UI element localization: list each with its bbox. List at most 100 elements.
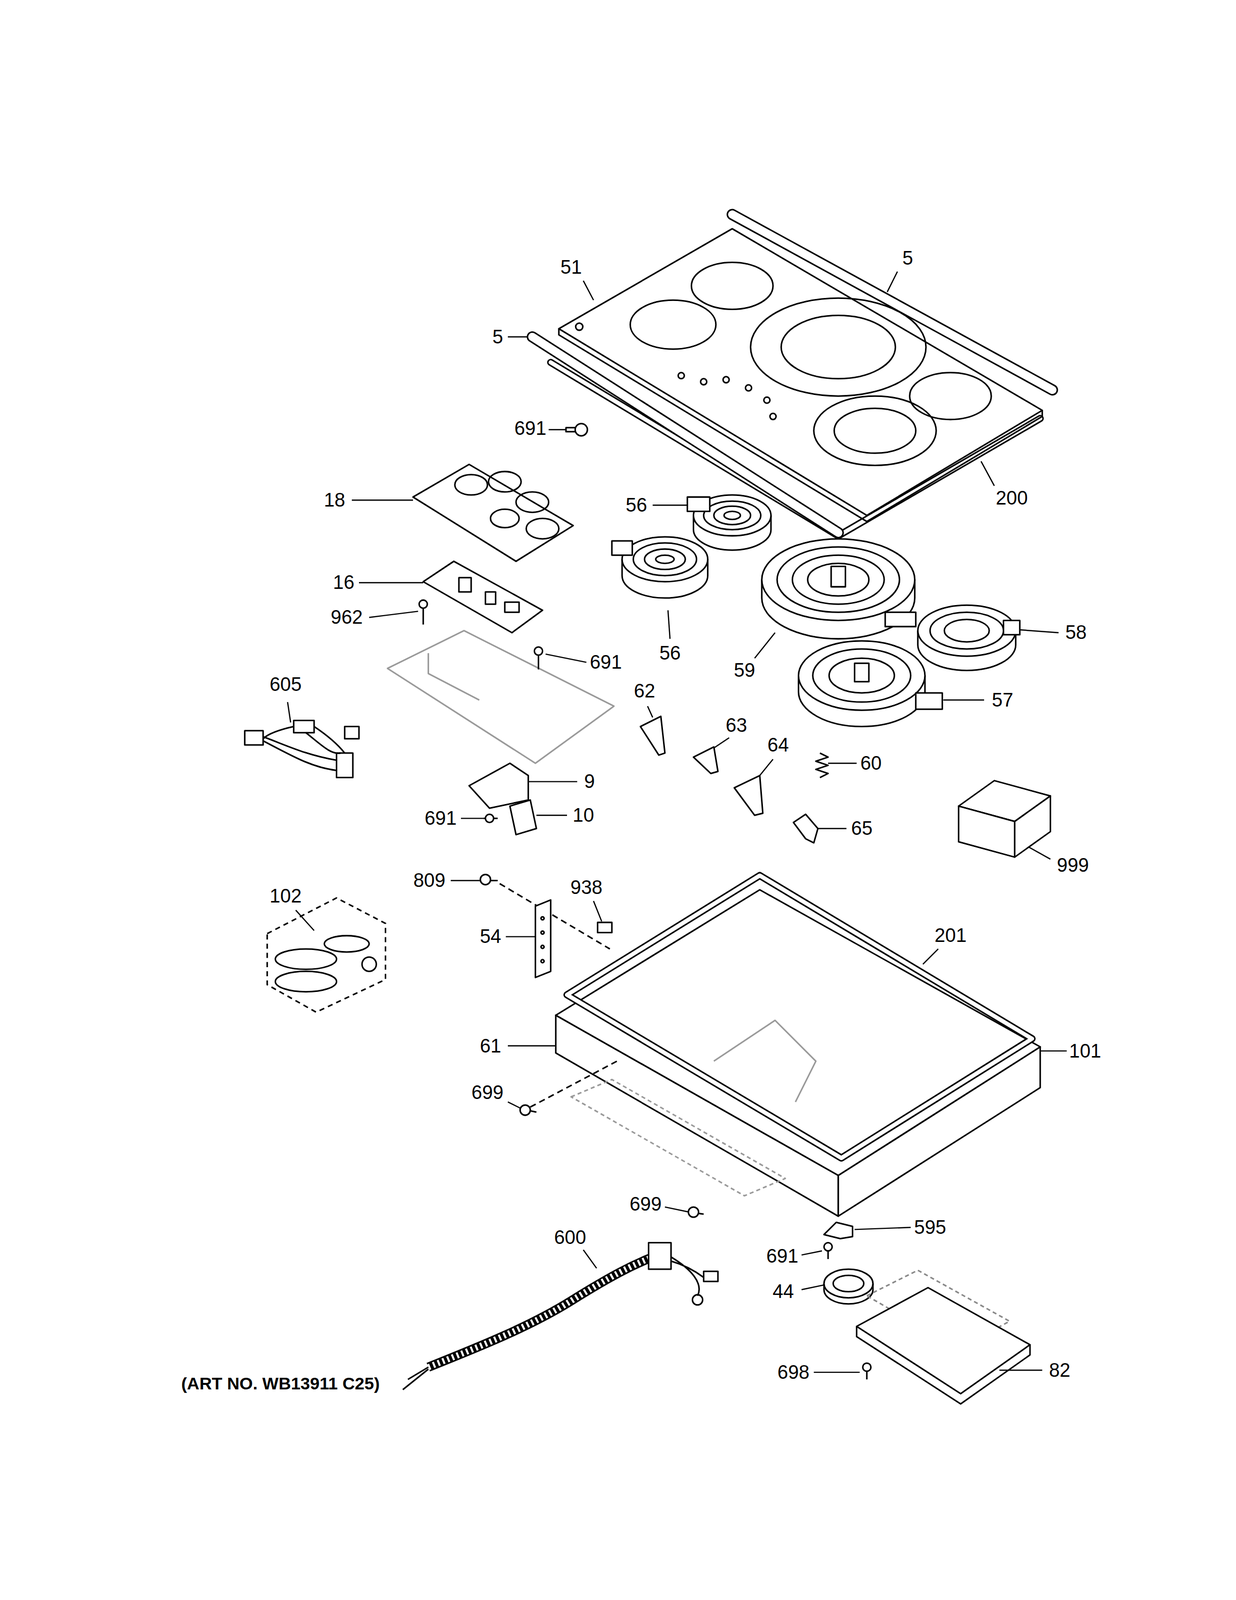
power-cord: [671, 1256, 704, 1296]
callout-number: 57: [992, 690, 1014, 710]
control-board: [516, 491, 549, 512]
leader-lines: [887, 271, 898, 292]
bracket: [469, 762, 529, 808]
leader-lines: [583, 1249, 597, 1268]
leader-lines: [999, 1369, 1043, 1371]
callout-number: 65: [851, 818, 873, 838]
burner-element: [644, 548, 686, 570]
callout-number: 5: [492, 327, 503, 347]
control-board: [488, 471, 522, 492]
kit-group: [362, 956, 377, 971]
control-module: [856, 1325, 1030, 1404]
glass-cooktop: [750, 297, 926, 396]
callout-number: 61: [479, 1036, 501, 1056]
leader-lines: [593, 900, 602, 921]
screw: [485, 813, 494, 822]
frame: [387, 630, 614, 764]
callout-number: 691: [514, 418, 547, 438]
callout-number: 809: [413, 870, 446, 890]
leader-lines: [759, 758, 774, 776]
wire-harness: [244, 719, 359, 778]
power-board: [504, 601, 520, 612]
callout-number: 595: [914, 1217, 947, 1237]
bracket: [693, 746, 718, 774]
wire-harness: [344, 726, 359, 739]
leader-lines: [369, 610, 419, 617]
spring: [815, 752, 829, 778]
burner-element: [854, 662, 869, 682]
callout-number: 962: [330, 607, 363, 627]
power-cord: [428, 1256, 653, 1367]
bracket: [509, 799, 537, 835]
leader-lines: [854, 1226, 911, 1229]
power-board: [458, 577, 472, 592]
control-module: [856, 1286, 1030, 1394]
dash-line: [530, 1060, 617, 1107]
callout-number: 699: [471, 1082, 504, 1102]
kit-group: [275, 948, 337, 969]
grommet: [833, 1274, 864, 1292]
leader-lines: [1040, 1050, 1067, 1052]
glass-cooktop: [558, 228, 1043, 516]
callout-number: 938: [570, 877, 603, 897]
leader-lines: [460, 817, 484, 819]
wire-harness: [263, 726, 345, 771]
leader-lines: [358, 582, 424, 584]
frame: [387, 630, 614, 764]
leader-lines: [505, 935, 536, 937]
burner-element: [611, 494, 1020, 727]
pan-gasket: [567, 874, 1033, 1158]
glass-cooktop: [834, 407, 916, 453]
pan-gasket: [567, 874, 1033, 1158]
bracket: [793, 813, 818, 843]
side-trim: [532, 214, 1053, 533]
burner-element: [633, 542, 697, 576]
burner-element: [687, 496, 710, 511]
burner-element: [917, 604, 1016, 656]
power-cord: [703, 1270, 718, 1281]
callout-number: 200: [995, 488, 1028, 508]
power-board: [423, 560, 543, 633]
power-cord: [428, 1256, 653, 1367]
callout-number: 201: [934, 925, 967, 945]
glass-cooktop: [700, 378, 707, 385]
burner-element: [622, 536, 708, 582]
leader-lines: [528, 780, 578, 782]
burner-element: [777, 546, 900, 612]
callout-number: 691: [424, 808, 457, 828]
burner-element: [761, 538, 915, 621]
leader-lines: [922, 948, 939, 964]
screw: [479, 873, 498, 885]
burner-element: [812, 648, 911, 702]
wire-harness: [336, 752, 353, 778]
burner-element: [915, 692, 943, 709]
callout-number: 16: [333, 572, 355, 592]
parts-box: [1014, 795, 1051, 857]
leader-lines: [652, 504, 688, 506]
leader-lines: [583, 280, 594, 300]
glass-cooktop: [723, 376, 730, 383]
burner-element: [944, 619, 990, 642]
callout-number: 698: [777, 1362, 810, 1382]
leader-lines: [754, 632, 776, 658]
callout-number: 56: [659, 643, 681, 663]
control-board: [490, 508, 520, 528]
glass-cooktop: [678, 372, 685, 379]
leader-lines: [507, 1045, 556, 1047]
leader-lines: [1017, 629, 1059, 633]
bracket: [541, 959, 545, 963]
wire-harness: [293, 719, 315, 733]
callout-number: 58: [1065, 622, 1087, 642]
screw: [419, 599, 543, 669]
burner-element: [798, 640, 925, 710]
screw: [824, 1242, 833, 1251]
callout-number: 64: [767, 735, 789, 755]
leader-lines: [813, 1371, 860, 1373]
glass-cooktop: [769, 413, 777, 420]
leader-lines: [664, 1206, 690, 1212]
leader-lines: [351, 499, 414, 501]
callout-number: 5: [902, 248, 913, 268]
control-module: [856, 1269, 1030, 1404]
